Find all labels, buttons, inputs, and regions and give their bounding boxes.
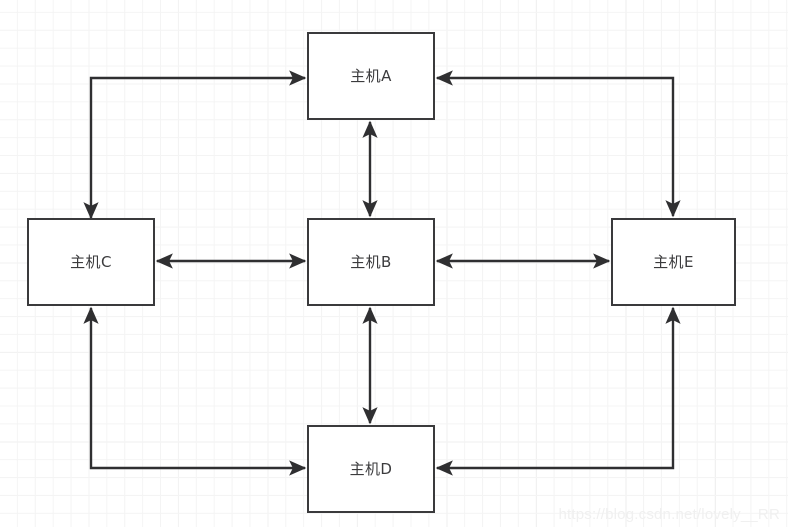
node-host-d[interactable]: 主机D: [307, 425, 435, 513]
node-host-e[interactable]: 主机E: [611, 218, 736, 306]
node-host-b[interactable]: 主机B: [307, 218, 435, 306]
connector-a-e: [435, 70, 681, 218]
connector-d-e: [435, 306, 681, 476]
connector-c-d: [83, 306, 307, 476]
node-host-c[interactable]: 主机C: [27, 218, 155, 306]
node-label-e: 主机E: [653, 252, 694, 271]
node-label-c: 主机C: [70, 252, 112, 271]
node-label-b: 主机B: [350, 252, 392, 271]
node-label-a: 主机A: [350, 66, 392, 85]
node-host-a[interactable]: 主机A: [307, 32, 435, 120]
connector-c-a: [83, 70, 307, 220]
node-label-d: 主机D: [349, 459, 393, 478]
